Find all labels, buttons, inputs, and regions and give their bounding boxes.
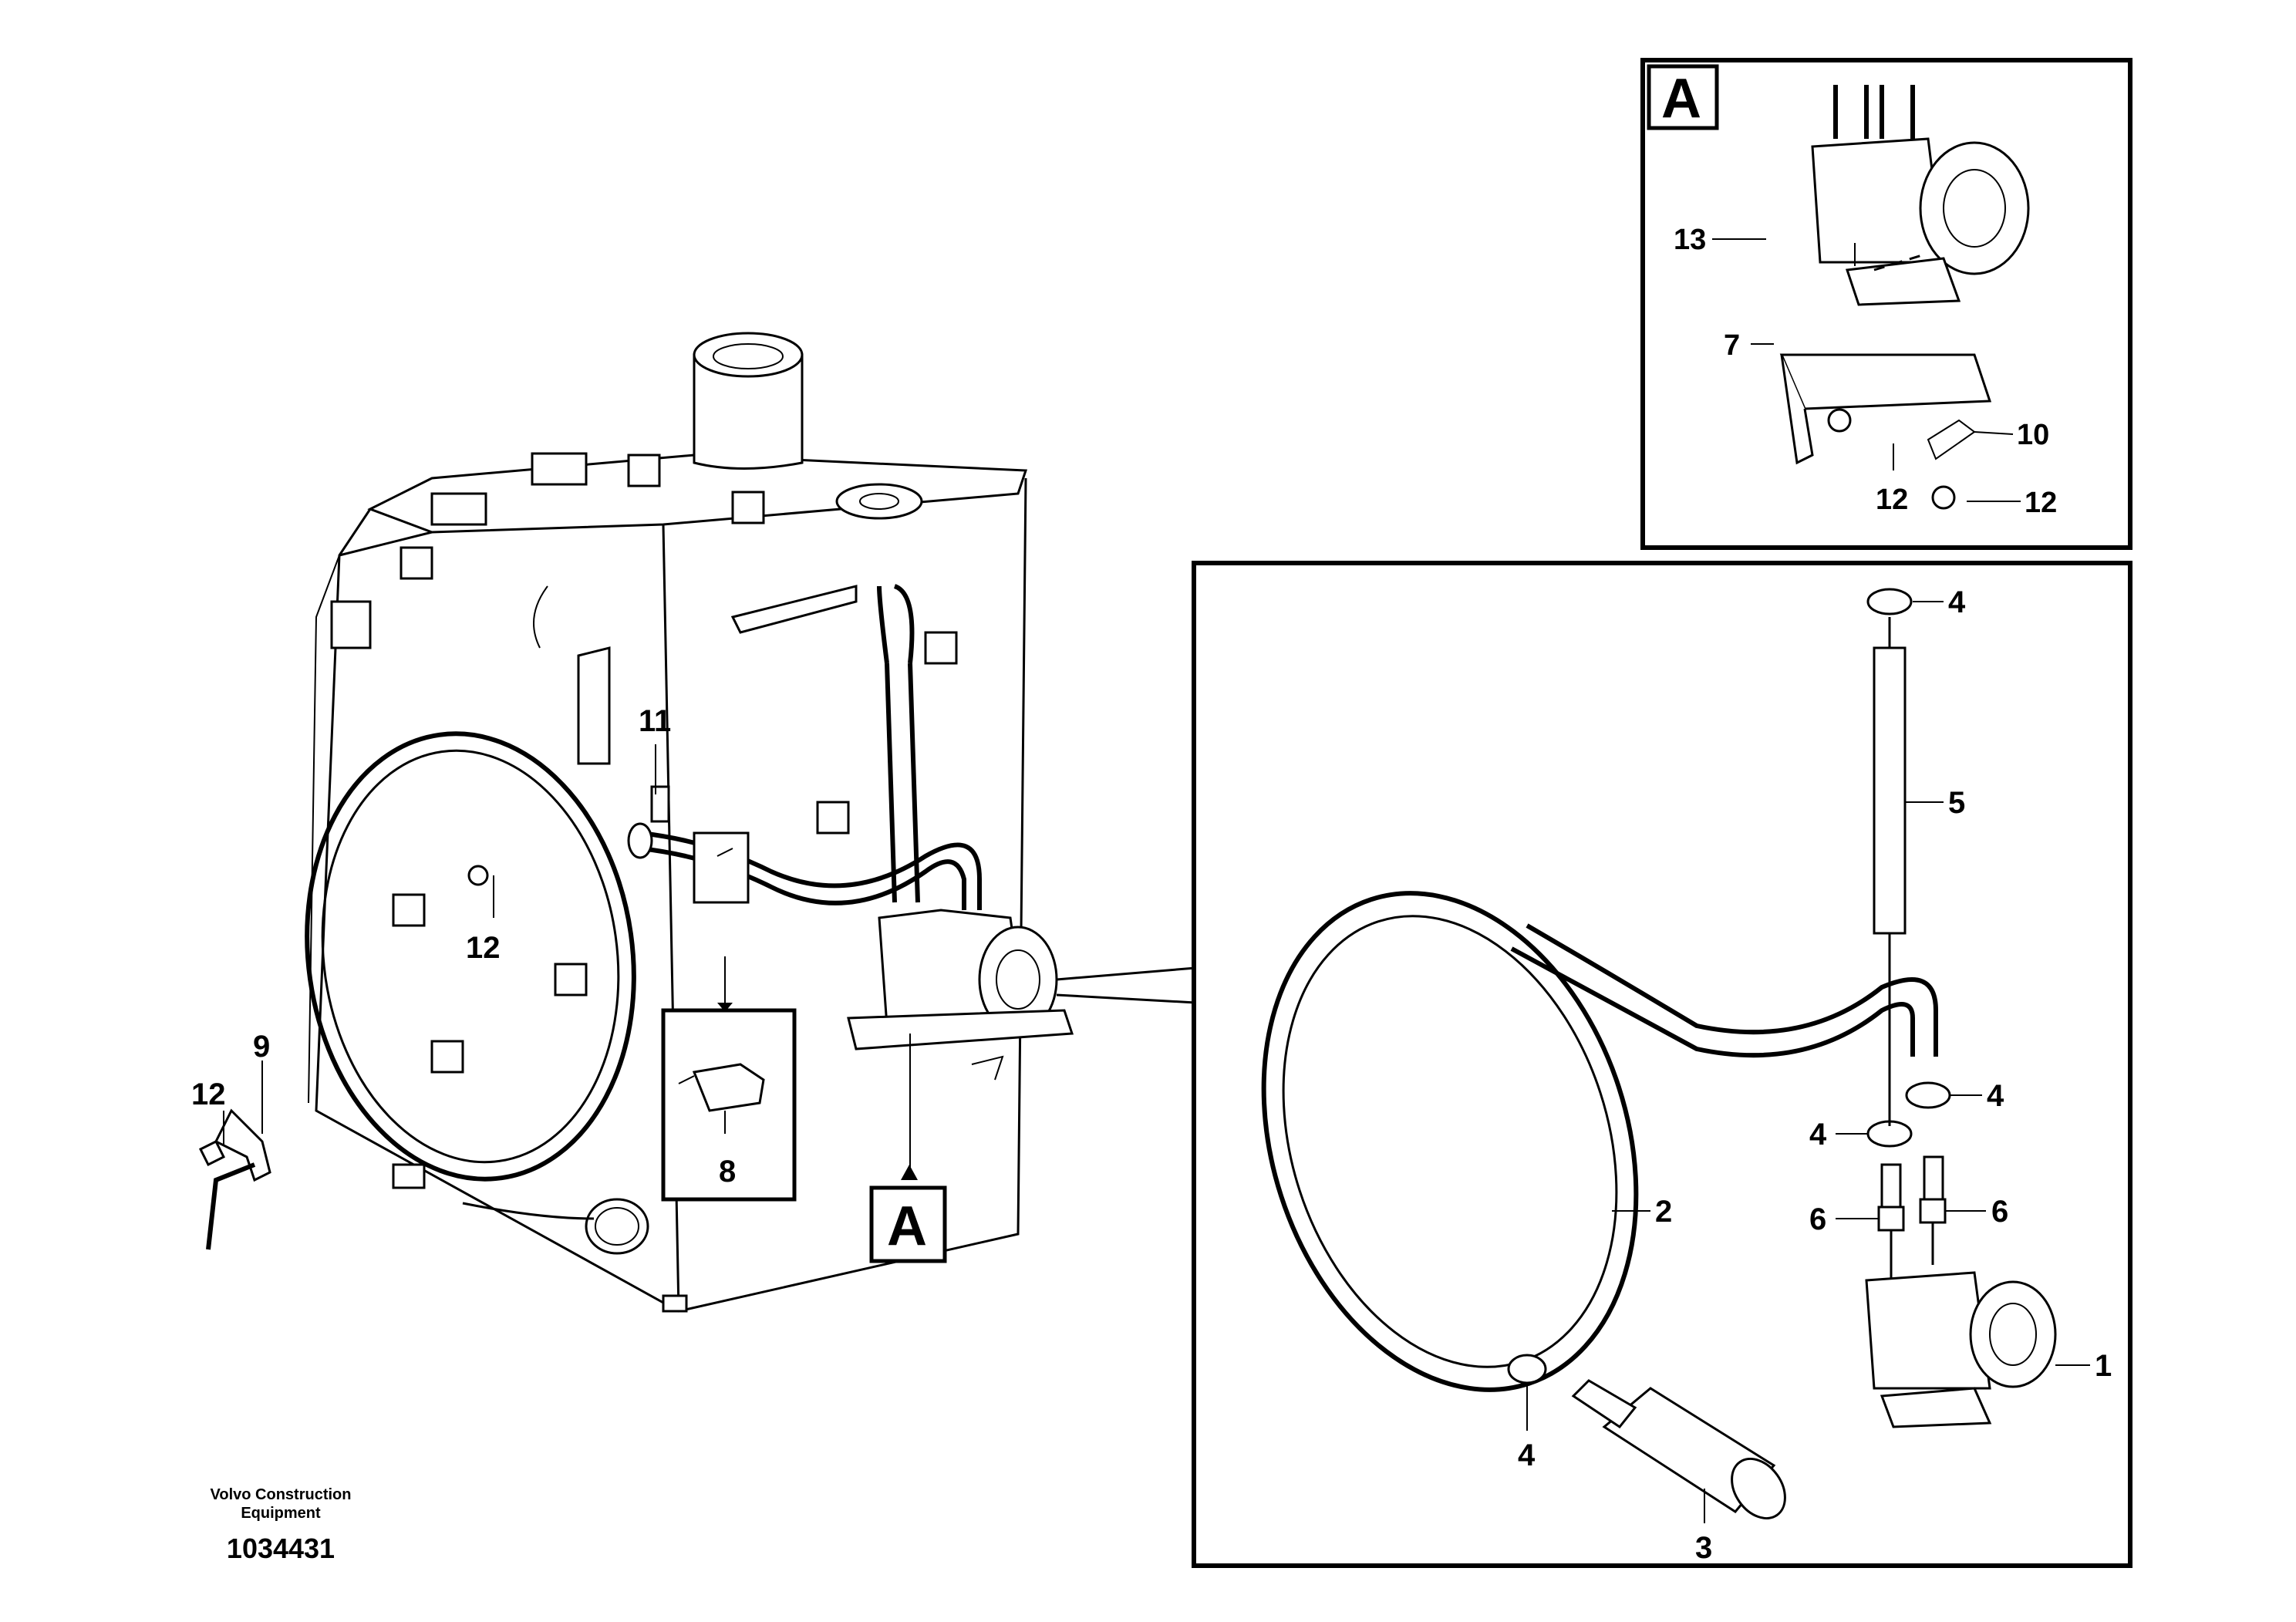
inset-callout-10: 10 [2017, 419, 2049, 451]
inset-callout-7: 7 [1724, 329, 1740, 362]
inset-pump [1779, 85, 2030, 510]
exploded-callout-4-right: 4 [1987, 1079, 2004, 1113]
exploded-callout-6-left: 6 [1809, 1202, 1826, 1236]
hydraulic-tank-assembly [198, 332, 1074, 1313]
exploded-callout-1: 1 [2095, 1349, 2112, 1383]
callout-8: 8 [719, 1155, 736, 1189]
brand-line-1: Volvo Construction [211, 1486, 352, 1503]
exploded-callout-6-right: 6 [1991, 1195, 2008, 1229]
exploded-callout-2: 2 [1655, 1195, 1672, 1229]
inset-callout-13: 13 [1674, 224, 1706, 256]
callout-12-upper: 12 [466, 931, 501, 965]
callout-9: 9 [253, 1030, 270, 1064]
exploded-leaders [1526, 601, 2090, 1523]
exploded-callout-4-top: 4 [1948, 585, 1966, 619]
brand-line-2: Equipment [241, 1505, 321, 1522]
document-number: 1034431 [227, 1533, 335, 1564]
inset-callout-12b: 12 [2025, 487, 2057, 519]
callout-12-left: 12 [191, 1077, 226, 1111]
view-A-marker [869, 1165, 947, 1263]
exploded-callout-3: 3 [1695, 1531, 1712, 1565]
view-A-label: A [887, 1195, 927, 1257]
switch-detail-box [661, 1003, 797, 1202]
main-leaders [223, 744, 911, 1172]
exploded-parts [1261, 588, 2057, 1519]
exploded-callout-4-bottom: 4 [1518, 1438, 1536, 1472]
inset-leaders [1712, 238, 2021, 502]
exploded-callout-5: 5 [1948, 786, 1965, 820]
callout-11: 11 [639, 704, 671, 738]
detail-leader [1056, 966, 1196, 1004]
inset-A-label: A [1661, 68, 1701, 130]
inset-callout-12a: 12 [1876, 484, 1908, 516]
exploded-callout-4-left: 4 [1809, 1118, 1827, 1152]
